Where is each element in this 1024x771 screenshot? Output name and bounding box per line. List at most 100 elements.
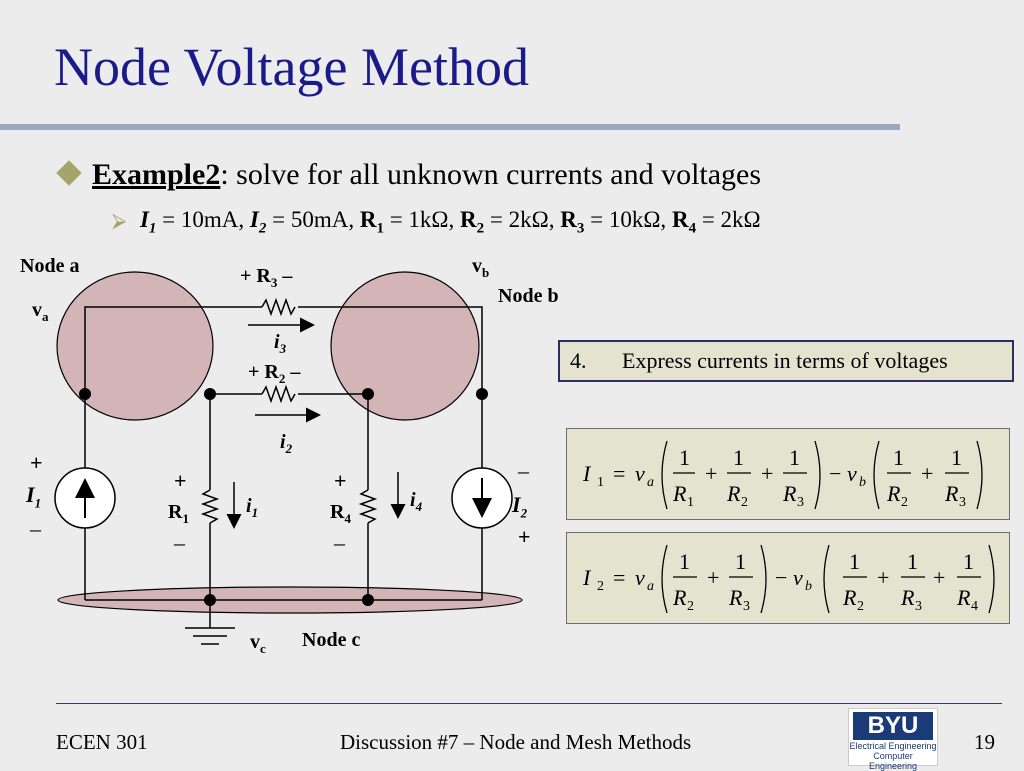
eq2-frac-r2b-num: 1: [849, 549, 860, 574]
vc-sub: c: [260, 641, 266, 656]
i3-sub: 3: [279, 341, 287, 356]
given-i1-sub: 1: [148, 220, 157, 237]
r1-plus: +: [174, 468, 187, 493]
i4-sub: 4: [415, 499, 423, 514]
eq2-frac-r3b: 1 R 3: [900, 549, 925, 614]
given-r3-value: = 10kΩ,: [584, 207, 672, 232]
eq2-frac-r3-num: 1: [735, 549, 746, 574]
eq2-frac-r2-num: 1: [679, 549, 690, 574]
r2-label: + R2 –: [248, 362, 300, 385]
bullet-row: Example2: solve for all unknown currents…: [56, 158, 762, 191]
r1-zigzag: [200, 489, 220, 524]
eq2-plus-1: +: [707, 565, 719, 590]
r2-minus: –: [285, 361, 301, 383]
eq2-lhs-sub: 2: [597, 579, 604, 594]
step-text: Express currents in terms of voltages: [622, 348, 948, 373]
eq1-frac-r3-den: R: [782, 481, 797, 506]
circuit-diagram: [54, 271, 523, 645]
node-a-ellipse: [56, 271, 214, 421]
src1-symbol: I: [26, 482, 35, 507]
eq2-plus-3: +: [933, 565, 945, 590]
given-r4-symbol: R: [671, 207, 689, 232]
equation-1-box: I 1 = v a 1 R 1 + 1 R 2 + 1 R 3 − v: [566, 428, 1010, 520]
eq1-frac-r3b-den: R: [944, 481, 959, 506]
eq1-frac-r2b-num: 1: [893, 445, 904, 470]
eq2-vb-sub: b: [805, 579, 812, 594]
eq2-lhs-symbol: I: [582, 565, 592, 590]
given-i2-sub: 2: [258, 220, 267, 237]
eq1-plus-3: +: [921, 461, 933, 486]
eq2-minus: −: [775, 565, 787, 590]
src2-symbol: I: [512, 492, 521, 517]
eq2-equals: =: [613, 565, 625, 590]
i4-label: i4: [410, 490, 422, 513]
eq1-plus-2: +: [761, 461, 773, 486]
eq2-frac-r4-num: 1: [963, 549, 974, 574]
r4-symbol: R: [330, 501, 345, 523]
example-text: : solve for all unknown currents and vol…: [220, 158, 762, 191]
logo-line-2: Computer Engineering: [868, 751, 918, 771]
i3-symbol: i: [274, 331, 280, 353]
eq2-frac-r4-den: R: [956, 585, 971, 610]
eq1-vb: v: [847, 461, 857, 486]
r4-minus: –: [334, 530, 345, 555]
eq1-paren-right-1: [814, 440, 821, 510]
eq1-frac-r3-num: 1: [789, 445, 800, 470]
vb-label: vb: [472, 256, 489, 279]
eq1-frac-r3b: 1 R 3: [944, 445, 969, 510]
eq2-va: v: [635, 565, 645, 590]
eq2-paren-right-1: [760, 544, 767, 614]
eq2-lhs: I 2 = v a: [582, 565, 654, 594]
footer-rule: [56, 703, 1002, 704]
eq2-frac-r3b-sub: 3: [915, 599, 922, 614]
va-label: va: [32, 300, 49, 323]
i1-label: i1: [246, 496, 258, 519]
i2-symbol: i: [280, 431, 286, 453]
eq1-frac-r3-sub: 3: [797, 495, 804, 510]
eq2-frac-r4-sub: 4: [971, 599, 978, 614]
node-b-ellipse: [330, 271, 480, 421]
i2-source-plus: +: [518, 524, 531, 549]
i3-label: i3: [274, 332, 286, 355]
eq1-paren-left-1: [661, 440, 668, 510]
title-rule: [0, 124, 900, 130]
i1-source-minus: –: [30, 516, 41, 541]
r3-sub: 3: [270, 275, 278, 290]
page-number: 19: [974, 730, 995, 754]
src1-sub: 1: [34, 495, 42, 511]
eq1-frac-r2: 1 R 2: [726, 445, 751, 510]
eq1-paren-right-2: [976, 440, 983, 510]
vb-symbol: v: [472, 255, 482, 277]
equation-2-box: I 2 = v a 1 R 2 + 1 R 3 − v b 1 R 2: [566, 532, 1010, 624]
eq2-frac-r3b-den: R: [900, 585, 915, 610]
i2-label: i2: [280, 432, 292, 455]
i1-source-label: I1: [26, 482, 42, 511]
logo-line-1: Electrical Engineering: [849, 741, 937, 751]
eq2-frac-r2: 1 R 2: [672, 549, 697, 614]
eq2-paren-left-2: [823, 544, 830, 614]
junction-dot: [204, 594, 216, 606]
given-r3-sub: 3: [576, 220, 585, 237]
i2-source-label: I2: [512, 492, 527, 520]
eq1-frac-r1-num: 1: [679, 445, 690, 470]
example-label: Example2: [92, 158, 221, 191]
r3-label: + R3 –: [240, 266, 292, 289]
footer-title: Discussion #7 – Node and Mesh Methods: [340, 730, 692, 754]
given-r3-symbol: R: [560, 207, 577, 232]
junction-dot: [79, 388, 91, 400]
slide-title: Node Voltage Method: [54, 37, 529, 97]
step-box: 4.Express currents in terms of voltages: [558, 340, 1014, 382]
eq1-lhs-symbol: I: [582, 461, 592, 486]
eq1-vb-sub: b: [859, 475, 866, 490]
byu-logo: BYU Electrical Engineering Computer Engi…: [848, 708, 938, 771]
i4-symbol: i: [410, 489, 416, 511]
arrow-bullet-icon: ⮚: [112, 210, 127, 232]
eq1-frac-r2-sub: 2: [741, 495, 748, 510]
r2-zigzag: [261, 384, 296, 404]
r2-sub: 2: [278, 371, 286, 386]
eq1-plus-1: +: [705, 461, 717, 486]
eq2-frac-r2b-den: R: [842, 585, 857, 610]
eq2-frac-r3: 1 R 3: [728, 549, 753, 614]
given-i2-value: = 50mA,: [266, 207, 360, 232]
r3-symbol: + R: [240, 265, 271, 287]
